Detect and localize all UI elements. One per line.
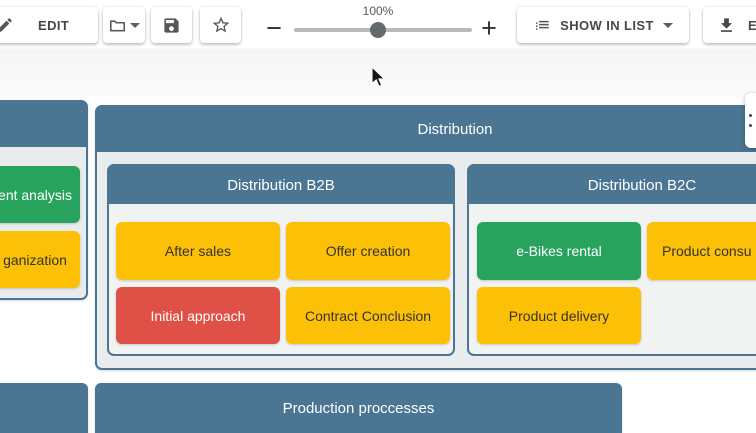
download-icon (720, 17, 733, 32)
distribution-b2c-header[interactable]: Distribution B2C (469, 166, 756, 204)
zoom-level-value: 100% (362, 4, 394, 18)
save-button[interactable] (151, 7, 192, 43)
show-in-list-label: SHOW IN LIST (560, 17, 654, 33)
open-folder-button[interactable] (103, 7, 145, 43)
pencil-edit-icon (0, 18, 12, 32)
node-analysis[interactable]: ent analysis (0, 166, 80, 223)
node-after-sales[interactable]: After sales (116, 222, 280, 280)
node-organization[interactable]: ganization (0, 231, 80, 288)
node-product-consultation[interactable]: Product consu (647, 222, 756, 280)
export-button-label: E (748, 17, 756, 33)
star-outline-icon (212, 16, 229, 33)
bottom-left-panel-header[interactable] (0, 383, 88, 433)
node-initial-approach[interactable]: Initial approach (116, 287, 280, 344)
node-product-delivery[interactable]: Product delivery (477, 287, 641, 344)
list-icon (536, 20, 549, 30)
side-options-card[interactable] (745, 93, 756, 148)
node-contract-conclusion[interactable]: Contract Conclusion (286, 287, 450, 344)
node-offer-creation[interactable]: Offer creation (286, 222, 450, 280)
show-in-list-button[interactable]: SHOW IN LIST (517, 7, 689, 43)
more-vert-icon (749, 114, 752, 117)
edit-button-label: EDIT (38, 17, 70, 33)
node-ebikes-rental[interactable]: e-Bikes rental (477, 222, 641, 280)
mouse-cursor (371, 66, 386, 88)
distribution-b2b-header[interactable]: Distribution B2B (109, 166, 453, 204)
left-process-panel-header[interactable] (0, 102, 86, 147)
more-vert-icon (749, 124, 752, 127)
zoom-out-button[interactable]: − (266, 12, 282, 43)
show-in-list-caret-down-icon (662, 22, 673, 28)
folder-caret-down-icon (130, 22, 140, 28)
save-floppy-icon (164, 17, 179, 33)
export-button[interactable]: E (703, 7, 756, 43)
favorite-star-button[interactable] (200, 7, 241, 43)
production-panel-header[interactable]: Production proccesses (95, 383, 622, 433)
zoom-slider-handle[interactable] (370, 22, 386, 38)
zoom-in-button[interactable]: + (481, 12, 497, 43)
folder-icon (109, 19, 126, 31)
edit-button[interactable]: EDIT (0, 7, 98, 43)
distribution-panel-header[interactable]: Distribution (97, 107, 756, 152)
